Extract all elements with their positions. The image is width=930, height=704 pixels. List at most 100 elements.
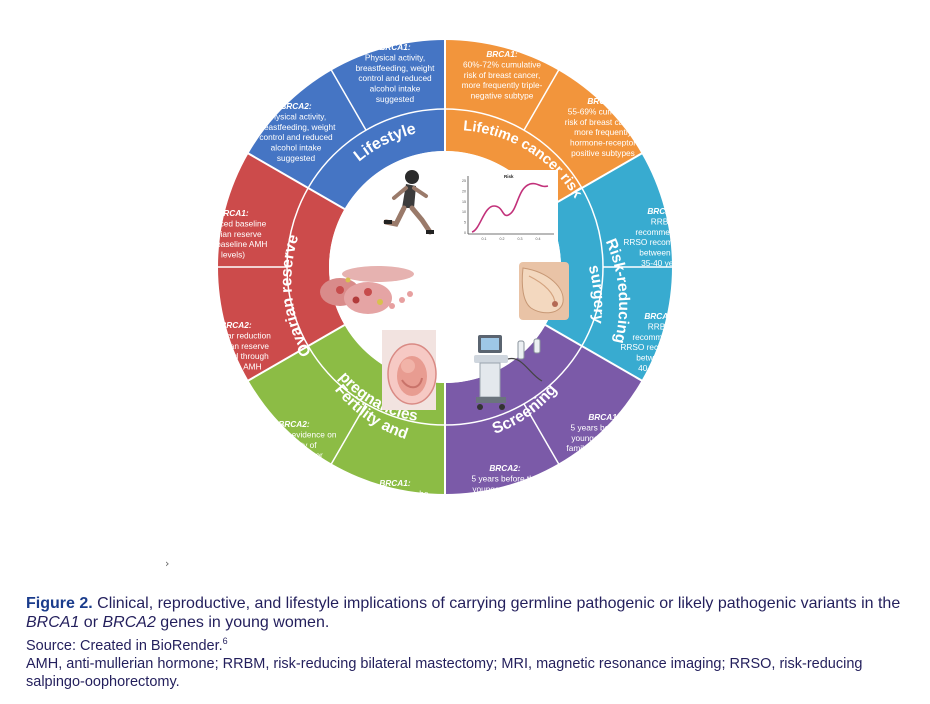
text-line: the safety of: [271, 440, 317, 450]
text-line: BRCA1:: [379, 478, 411, 488]
text-line: 55-69% cumulative: [568, 106, 639, 116]
sector-screening: [445, 325, 642, 494]
risk-x-tick: 0.3: [518, 237, 523, 241]
sector-cancer-risk: [445, 40, 642, 209]
text-line: 5 years before the: [472, 473, 539, 483]
cursor-marker: ›: [165, 557, 170, 570]
surgery-title-line2: surgery: [585, 263, 607, 325]
text-line: 5 years before the: [571, 422, 638, 432]
text-line: recommended.: [632, 332, 687, 342]
text-line: BRCA1:: [379, 42, 411, 52]
text-line: BRCA2:: [644, 311, 676, 321]
risk-y-tick: 5: [464, 221, 466, 225]
text-line: family member or by: [467, 494, 543, 504]
sector-lifestyle: [248, 39, 445, 209]
text-line: BRCA1:: [588, 412, 620, 422]
breast-icon: [519, 262, 569, 320]
caption-text-a: Clinical, reproductive, and lifestyle im…: [97, 595, 901, 612]
text-line: BRCA2:: [278, 419, 310, 429]
fetus-in-womb-icon: [382, 330, 437, 410]
source-reference: 6: [222, 636, 228, 646]
ovary-icon: [320, 266, 414, 314]
text-line: BRCA2:: [587, 96, 619, 106]
caption-text-c: genes in young women.: [155, 614, 330, 631]
text-line: between age: [639, 248, 687, 258]
text-line: BRCA2:: [280, 101, 312, 111]
divider-line: [330, 69, 367, 131]
text-line: 40-45 years: [638, 363, 682, 373]
ultrasound-machine-icon: [474, 335, 543, 410]
text-line: (low baseline AMH: [199, 239, 268, 249]
risk-x-tick: 0.4: [536, 237, 541, 241]
text-line: negative subtype: [471, 91, 534, 101]
sector-fertility: [248, 325, 445, 494]
risk-x-tick: 0.1: [482, 237, 487, 241]
text-line: BRCA2:: [489, 463, 521, 473]
text-line: between age: [636, 353, 684, 363]
caption-source: Source: Created in BioRender.6: [26, 632, 906, 655]
text-line: family member or by: [566, 443, 642, 453]
lifestyle-brca1-text: BRCA1:Physical activity,breastfeeding, w…: [356, 42, 436, 104]
text-line: breastfeeding, weight: [257, 122, 337, 132]
text-line: hormone-receptor: [570, 138, 636, 148]
text-line: 35-40 years: [641, 258, 685, 268]
text-line: youngest affected: [472, 484, 538, 494]
text-line: follow-up: [378, 520, 412, 530]
divider-line: [247, 324, 346, 382]
text-line: Not clear reduction: [201, 330, 271, 340]
text-line: BRCA1:: [647, 206, 679, 216]
text-line: positive subtypes: [571, 148, 635, 158]
text-line: RRBM: [648, 321, 673, 331]
text-line: age 30; MRI or: [478, 505, 533, 515]
text-line: RRSO recommended: [623, 237, 703, 247]
text-line: Reduced baseline: [200, 218, 267, 228]
risk-x-tick: 0.2: [500, 237, 505, 241]
text-line: Pregnancy can be: [362, 488, 429, 498]
text-line: alcohol intake: [271, 143, 322, 153]
caption-gene1: BRCA1: [26, 614, 80, 631]
text-line: risk of breast cancer,: [565, 117, 642, 127]
caption-main: Figure 2. Clinical, reproductive, and li…: [26, 594, 906, 632]
risk-y-tick: 10: [462, 210, 466, 214]
text-line: RRBM: [651, 216, 676, 226]
text-line: recommended.: [635, 227, 690, 237]
text-line: mammography;: [575, 464, 633, 474]
text-line: youngest affected: [571, 433, 637, 443]
text-line: levels): [221, 250, 245, 260]
text-line: Less clear evidence on: [252, 429, 337, 439]
text-line: mammography: [477, 515, 533, 525]
text-line: Physical activity,: [365, 52, 425, 62]
divider-line: [247, 152, 346, 210]
running-person-icon: [383, 170, 434, 235]
figure-caption: Figure 2. Clinical, reproductive, and li…: [26, 594, 906, 691]
figure-label: Figure 2.: [26, 595, 93, 612]
text-line: BRCA1:: [217, 208, 249, 218]
text-line: risk of breast cancer,: [464, 70, 541, 80]
implications-wheel-diagram: Lifestyle Lifetime cancer risk Risk-redu…: [199, 39, 703, 530]
caption-text-b: or: [79, 614, 103, 631]
text-line: BRCA2:: [220, 320, 252, 330]
caption-abbreviations: AMH, anti-mullerian hormone; RRBM, risk-…: [26, 655, 863, 690]
caption-gene2: BRCA2: [102, 614, 156, 631]
text-line: breast cancer: [269, 461, 320, 471]
inner-ring-border: [286, 108, 604, 426]
text-line: BRCA1:: [486, 49, 518, 59]
text-line: Physical activity,: [266, 111, 326, 121]
text-line: baseline AMH: [210, 362, 261, 372]
text-line: breastfeeding, weight: [356, 63, 436, 73]
text-line: every 6m: [587, 474, 621, 484]
text-line: proper treatment and: [356, 509, 434, 519]
lifestyle-brca2-text: BRCA2:Physical activity,breastfeeding, w…: [257, 101, 337, 163]
divider-line: [523, 403, 560, 465]
risk-chart-label: Risk: [504, 174, 514, 179]
text-line: 60%-72% cumulative: [463, 59, 541, 69]
